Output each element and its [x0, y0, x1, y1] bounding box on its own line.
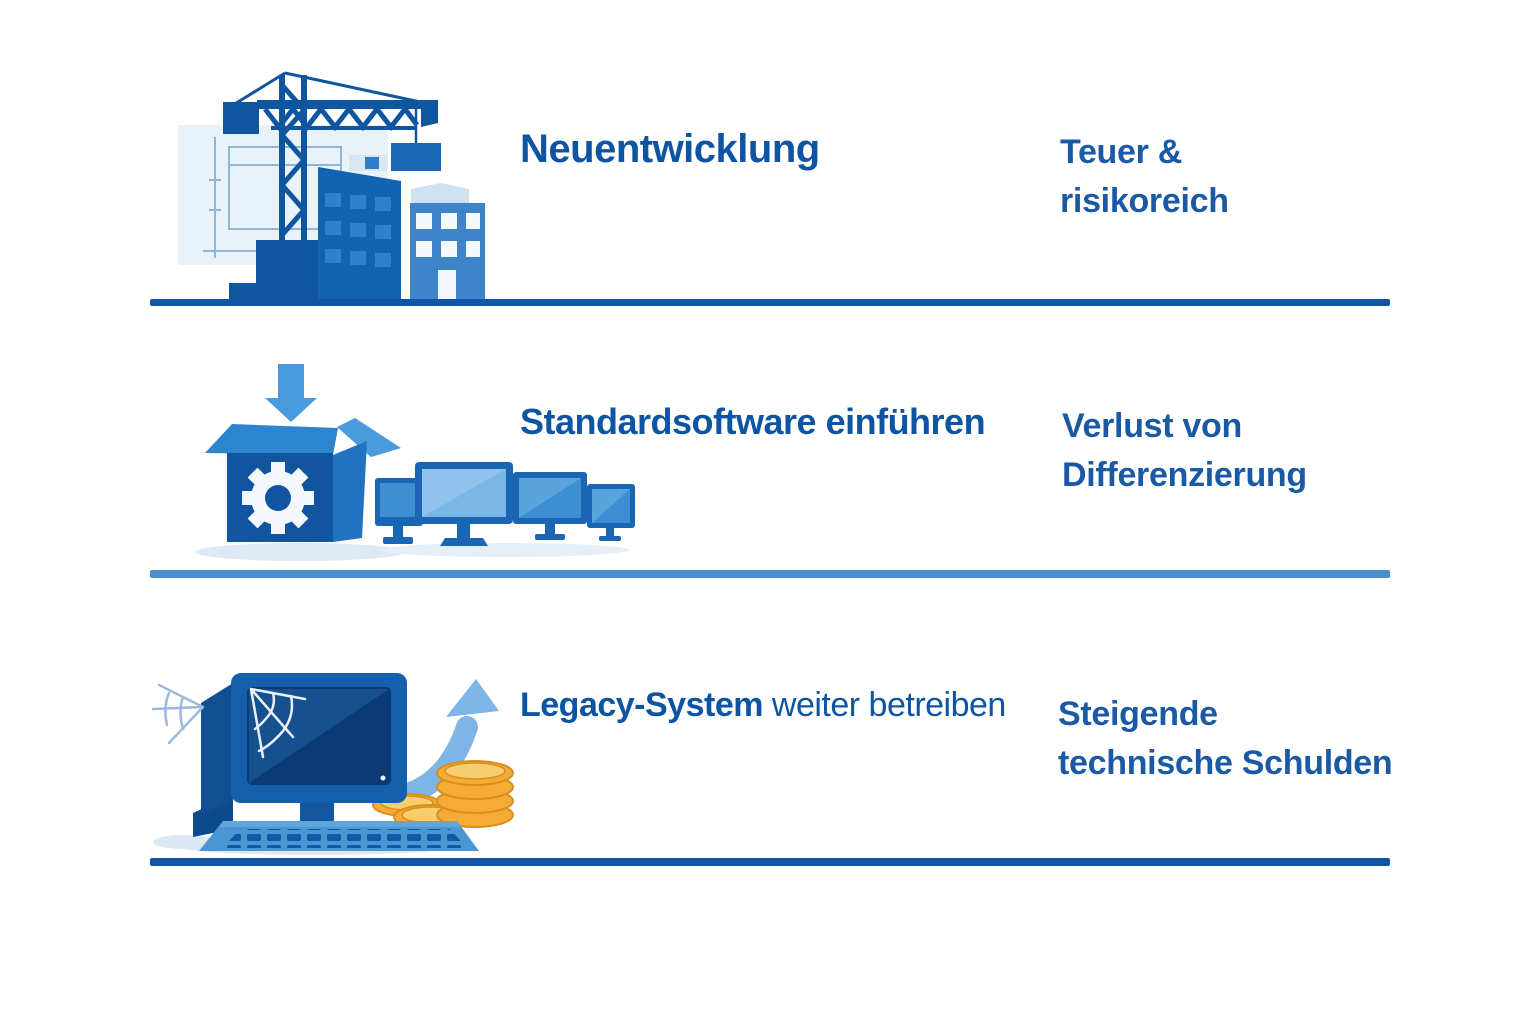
- building-dark: [318, 155, 401, 303]
- row-divider: [150, 570, 1390, 578]
- legacy-crt-computer: [193, 673, 479, 851]
- row-divider: [150, 299, 1390, 306]
- legacy-computer-scene-svg: [151, 673, 514, 855]
- monitor-row: [375, 462, 635, 546]
- download-arrow-icon: [265, 364, 317, 422]
- gear-icon: [242, 462, 314, 534]
- option-title-bold: Legacy-System: [520, 686, 763, 724]
- monitor-icon: [415, 462, 513, 546]
- option-title-bold: Neuentwicklung: [520, 127, 820, 171]
- consequence-legacy-system: Steigende technische Schulden: [1058, 690, 1393, 788]
- option-title-standardsoftware: Standardsoftware einführen: [520, 401, 986, 442]
- software-box-gear-monitors-icon: [175, 360, 637, 572]
- option-title-neuentwicklung: Neuentwicklung: [520, 126, 820, 172]
- building-light: [410, 183, 485, 303]
- monitor-icon: [587, 484, 635, 541]
- consequence-neuentwicklung: Teuer & risikoreich: [1060, 128, 1229, 226]
- crane-counterweight: [223, 102, 259, 134]
- cobweb-icon: [151, 683, 307, 759]
- option-title-legacy-system: Legacy-System weiter betreiben: [520, 686, 1006, 725]
- tower-crane: [223, 71, 441, 303]
- monitor-icon: [513, 472, 587, 540]
- crane-scene-svg: [178, 71, 485, 303]
- option-title-regular: weiter betreiben: [762, 686, 1006, 724]
- consequence-standardsoftware: Verlust von Differenzierung: [1062, 402, 1307, 500]
- consequence-line: technische Schulden: [1058, 744, 1393, 782]
- legacy-computer-cobwebs-coins-growth-arrow-icon: [145, 645, 567, 860]
- software-box: [205, 418, 401, 542]
- row-divider: [150, 858, 1390, 866]
- consequence-line: Steigende: [1058, 695, 1218, 733]
- consequence-line: risikoreich: [1060, 182, 1229, 220]
- construction-crane-buildings-icon: [153, 55, 525, 303]
- keyboard-keys: [223, 829, 467, 848]
- monitor-icon: [375, 478, 423, 544]
- consequence-line: Differenzierung: [1062, 456, 1307, 494]
- option-title-bold: Standardsoftware einführen: [520, 401, 986, 442]
- crane-hook-block: [391, 143, 441, 171]
- consequence-line: Verlust von: [1062, 407, 1242, 445]
- software-box-scene-svg: [195, 364, 635, 561]
- consequence-line: Teuer &: [1060, 133, 1182, 171]
